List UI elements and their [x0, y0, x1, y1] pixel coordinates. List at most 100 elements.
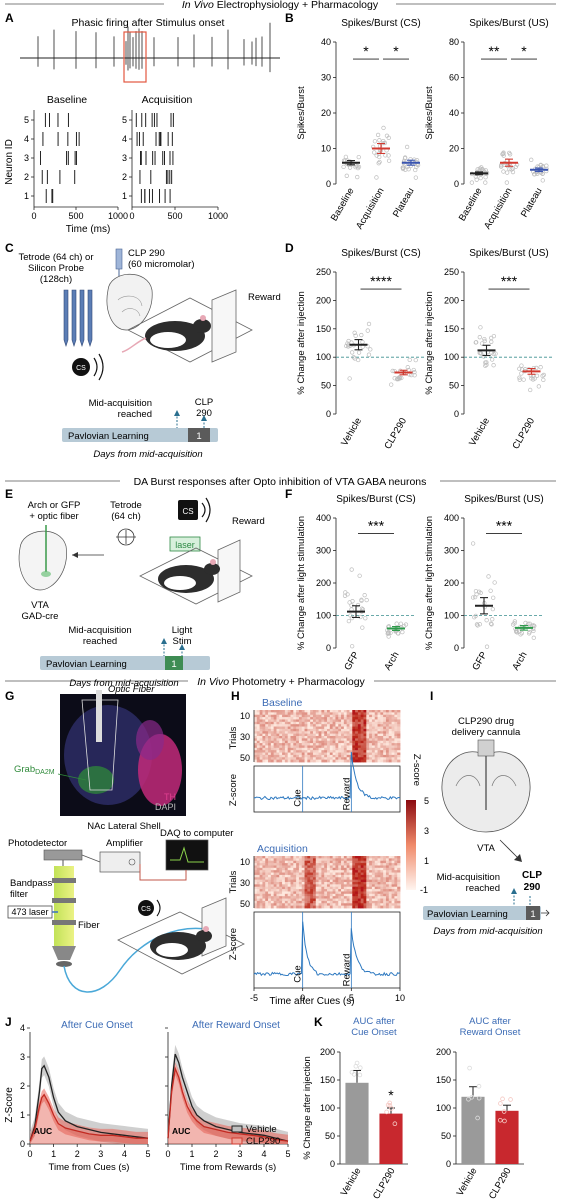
data-point: [508, 1097, 513, 1102]
heat-cell: [270, 747, 275, 751]
x-tick-label: 10: [395, 993, 405, 1003]
svg-text:(60 micromolar): (60 micromolar): [128, 259, 195, 270]
heat-cell: [268, 759, 272, 763]
heat-cell: [256, 721, 261, 725]
heat-cell: [346, 893, 350, 897]
heat-cell: [259, 731, 263, 735]
heat-cell: [304, 889, 308, 892]
heat-cell: [346, 712, 350, 716]
svg-text:Z-score: Z-score: [411, 754, 422, 786]
heat-cell: [301, 860, 305, 864]
heat-cell: [380, 752, 384, 756]
heat-cell: [327, 743, 331, 746]
heat-cell: [273, 738, 277, 742]
heat-cell: [391, 724, 395, 727]
heat-cell: [312, 740, 317, 744]
series-line-vehicle: [167, 1053, 289, 1142]
data-point: [540, 164, 546, 169]
heat-cell: [290, 717, 294, 720]
heat-cell: [296, 886, 300, 890]
heat-cell: [366, 745, 370, 749]
heat-cell: [332, 738, 336, 742]
heat-cell: [268, 710, 272, 713]
heat-cell: [346, 733, 350, 737]
heat-cell: [265, 856, 269, 859]
heat-cell: [394, 905, 398, 909]
heat-cell: [293, 752, 297, 756]
heat-cell: [259, 863, 263, 866]
heat-cell: [256, 710, 261, 713]
svg-text:VTA: VTA: [477, 843, 495, 854]
chart-title: Reward Onset: [460, 1027, 521, 1038]
heat-cell: [265, 759, 269, 763]
heat-cell: [324, 858, 328, 862]
heat-cell: [397, 754, 401, 758]
heat-cell: [397, 726, 401, 730]
heat-cell: [355, 865, 359, 869]
heat-cell: [324, 726, 328, 730]
heat-cell: [341, 750, 345, 753]
heat-cell: [259, 886, 263, 890]
heat-cell: [273, 740, 277, 744]
data-point: [349, 615, 355, 621]
heat-cell: [279, 889, 283, 892]
heat-cell: [256, 719, 261, 723]
heat-cell: [355, 863, 359, 866]
heat-cell: [273, 900, 277, 904]
heat-cell: [321, 860, 325, 864]
heat-cell: [307, 719, 311, 723]
heat-cell: [315, 759, 319, 763]
heat-cell: [307, 865, 311, 869]
heat-cell: [349, 710, 353, 713]
heat-cell: [298, 747, 303, 751]
heat-cell: [307, 903, 311, 907]
heat-cell: [301, 889, 305, 892]
heat-cell: [318, 733, 322, 737]
data-point: [394, 621, 399, 626]
heat-cell: [270, 898, 275, 902]
heat-cell: [312, 867, 317, 871]
heat-cell: [341, 721, 345, 725]
heat-cell: [268, 867, 272, 871]
heat-cell: [394, 728, 398, 732]
heat-cell: [341, 882, 345, 885]
heat-cell: [293, 877, 297, 881]
heat-cell: [279, 891, 283, 895]
trace-frame: [253, 911, 401, 989]
raster-x-tick-label: 0: [31, 211, 36, 221]
heat-cell: [335, 721, 339, 725]
heat-cell: [284, 860, 289, 864]
heat-cell: [380, 893, 384, 897]
heat-cell: [298, 905, 303, 909]
heat-cell: [327, 896, 331, 899]
trial-tick-label: 30: [240, 732, 250, 742]
heat-cell: [338, 750, 342, 753]
heat-cell: [301, 712, 305, 716]
heat-cell: [329, 893, 334, 897]
heat-cell: [259, 717, 263, 720]
heat-cell: [273, 710, 277, 713]
heat-cell: [360, 863, 364, 866]
heat-cell: [327, 870, 331, 873]
svg-text:Mid-acquisition: Mid-acquisition: [437, 872, 500, 883]
heat-cell: [270, 714, 275, 718]
heat-cell: [380, 757, 384, 761]
heat-cell: [332, 759, 336, 763]
heat-cell: [315, 738, 319, 742]
heat-cell: [284, 747, 289, 751]
data-point: [372, 150, 377, 155]
heat-cell: [338, 733, 342, 737]
heat-cell: [270, 743, 275, 746]
heat-cell: [329, 721, 334, 725]
heat-cell: [304, 752, 308, 756]
heat-cell: [265, 712, 269, 716]
heat-cell: [346, 870, 350, 873]
heat-cell: [329, 726, 334, 730]
heat-cell: [397, 712, 401, 716]
heat-cell: [307, 891, 311, 895]
heat-cell: [385, 882, 390, 885]
heat-cell: [270, 884, 275, 888]
heat-cell: [276, 874, 280, 878]
heat-cell: [318, 879, 322, 883]
heat-cell: [287, 893, 291, 897]
